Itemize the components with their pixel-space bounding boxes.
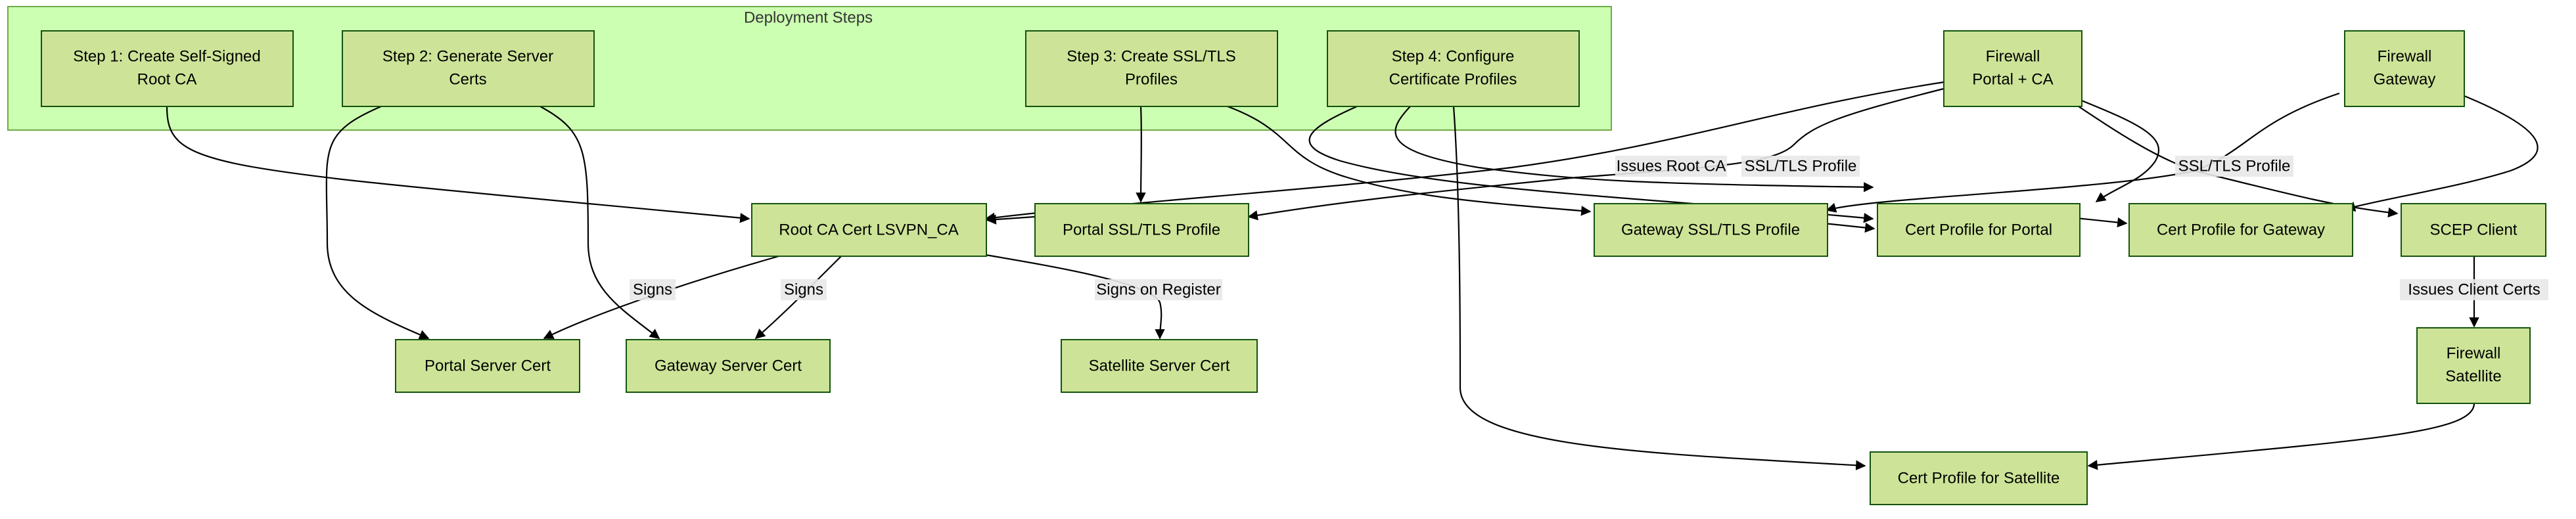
node-step2: Step 2: Generate Server Certs xyxy=(342,30,595,107)
node-portal-server-cert: Portal Server Cert xyxy=(395,339,580,393)
svg-text:Portal + CA: Portal + CA xyxy=(1972,71,2053,89)
svg-text:Step 2: Generate Server: Step 2: Generate Server xyxy=(382,48,553,66)
edge-cp-portal-to-cp-gateway xyxy=(2076,217,2128,228)
svg-text:Signs: Signs xyxy=(633,281,672,299)
node-firewall-satellite: Firewall Satellite xyxy=(2416,327,2531,404)
edge-fwgateway-to-gateway-ssl xyxy=(1826,92,2340,213)
svg-text:SSL/TLS Profile: SSL/TLS Profile xyxy=(1745,158,1857,175)
svg-text:Satellite: Satellite xyxy=(2445,368,2501,386)
edge-step1-to-rootca xyxy=(166,106,750,223)
edge-labels: Signs Signs Signs on Register Issues Roo… xyxy=(630,156,2548,300)
svg-text:Satellite Server Cert: Satellite Server Cert xyxy=(1089,357,1230,375)
node-step4: Step 4: Configure Certificate Profiles xyxy=(1327,30,1580,107)
svg-text:Portal Server Cert: Portal Server Cert xyxy=(425,357,551,375)
svg-text:Cert Profile for Portal: Cert Profile for Portal xyxy=(1905,221,2052,239)
edge-label-signs-register: Signs on Register xyxy=(1095,279,1222,300)
edge-label-ssl-gateway: SSL/TLS Profile xyxy=(2175,156,2293,177)
node-root-ca-cert: Root CA Cert LSVPN_CA xyxy=(751,203,987,257)
edge-label-ssl-portal: SSL/TLS Profile xyxy=(1741,156,1860,177)
edge-label-signs-gateway: Signs xyxy=(781,279,827,300)
edge-fwsatellite-to-cp-satellite xyxy=(2087,403,2475,470)
svg-text:Root CA Cert LSVPN_CA: Root CA Cert LSVPN_CA xyxy=(779,221,958,239)
svg-text:Signs: Signs xyxy=(784,281,823,299)
node-firewall-gateway: Firewall Gateway xyxy=(2344,30,2465,107)
svg-text:Cert Profile for Satellite: Cert Profile for Satellite xyxy=(1898,470,2060,487)
svg-text:Step 4: Configure: Step 4: Configure xyxy=(1392,48,1515,66)
svg-text:Profiles: Profiles xyxy=(1125,71,1178,89)
svg-text:Gateway SSL/TLS Profile: Gateway SSL/TLS Profile xyxy=(1621,221,1800,239)
edge-step2-to-gateway-cert xyxy=(540,106,660,339)
svg-text:Gateway Server Cert: Gateway Server Cert xyxy=(655,357,802,375)
edge-step3-to-gateway-ssl xyxy=(1227,105,1592,216)
svg-text:Certs: Certs xyxy=(449,71,486,89)
node-step1: Step 1: Create Self-Signed Root CA xyxy=(41,30,294,107)
edge-gateway-ssl-to-cp-portal xyxy=(1824,222,1875,233)
edge-fwportal-to-cp-portal xyxy=(2076,97,2159,202)
svg-text:Step 1: Create Self-Signed: Step 1: Create Self-Signed xyxy=(73,48,261,66)
nodes: Step 1: Create Self-Signed Root CA Step … xyxy=(41,30,2546,505)
node-cert-profile-gateway: Cert Profile for Gateway xyxy=(2128,203,2353,257)
svg-text:Certificate Profiles: Certificate Profiles xyxy=(1389,71,1517,89)
node-firewall-portal-ca: Firewall Portal + CA xyxy=(1943,30,2082,107)
node-step3: Step 3: Create SSL/TLS Profiles xyxy=(1025,30,1278,107)
svg-text:Gateway: Gateway xyxy=(2374,71,2436,89)
svg-text:Issues Root CA: Issues Root CA xyxy=(1617,158,1726,175)
svg-text:Cert Profile for Gateway: Cert Profile for Gateway xyxy=(2157,221,2325,239)
svg-text:Firewall: Firewall xyxy=(2447,345,2501,363)
edge-label-signs-portal: Signs xyxy=(630,279,676,300)
edge-step4-to-cp-satellite xyxy=(1394,106,1874,192)
edge-step2-to-portal-cert xyxy=(325,105,430,340)
node-cert-profile-portal: Cert Profile for Portal xyxy=(1877,203,2081,257)
node-gateway-ssl-profile: Gateway SSL/TLS Profile xyxy=(1594,203,1828,257)
edge-step4-to-cp-sat-long xyxy=(1452,106,1866,470)
node-portal-ssl-profile: Portal SSL/TLS Profile xyxy=(1034,203,1249,257)
edge-fwgateway-to-cp-gateway xyxy=(2345,92,2539,212)
node-scep-client: SCEP Client xyxy=(2401,203,2546,257)
svg-text:Firewall: Firewall xyxy=(2378,48,2432,66)
edge-label-issues-client-certs: Issues Client Certs xyxy=(2400,279,2548,300)
svg-text:SCEP Client: SCEP Client xyxy=(2430,221,2518,239)
svg-text:Step 3: Create SSL/TLS: Step 3: Create SSL/TLS xyxy=(1067,48,1235,66)
node-satellite-server-cert: Satellite Server Cert xyxy=(1061,339,1258,393)
node-gateway-server-cert: Gateway Server Cert xyxy=(626,339,831,393)
svg-text:Firewall: Firewall xyxy=(1986,48,2040,66)
edge-label-issues-root-ca: Issues Root CA xyxy=(1615,156,1727,177)
svg-text:Portal SSL/TLS Profile: Portal SSL/TLS Profile xyxy=(1063,221,1220,239)
edge-portal-ssl-to-rootca xyxy=(986,214,1035,225)
svg-text:SSL/TLS Profile: SSL/TLS Profile xyxy=(2178,158,2291,175)
svg-text:Root CA: Root CA xyxy=(137,71,197,89)
edges xyxy=(166,81,2539,470)
cluster-title: Deployment Steps xyxy=(744,9,873,27)
svg-text:Issues Client Certs: Issues Client Certs xyxy=(2408,281,2540,299)
node-cert-profile-satellite: Cert Profile for Satellite xyxy=(1870,451,2088,505)
svg-text:Signs on Register: Signs on Register xyxy=(1096,281,1220,299)
edge-rootca-to-gateway-cert xyxy=(754,256,842,340)
